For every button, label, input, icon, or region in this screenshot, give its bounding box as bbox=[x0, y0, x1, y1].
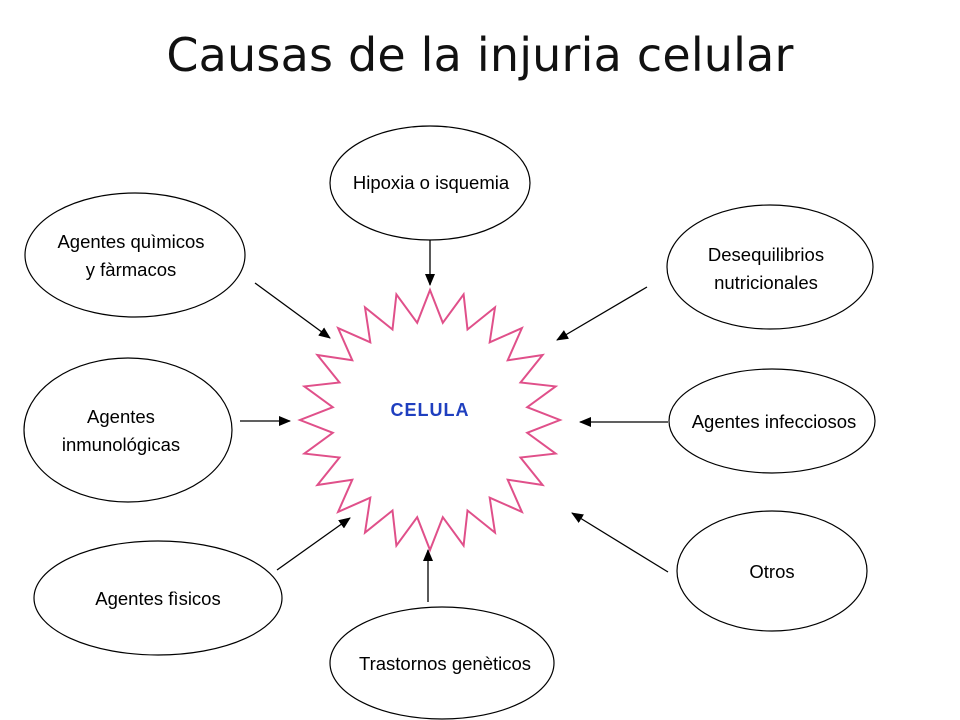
node-ellipse-quimicos bbox=[24, 192, 246, 318]
arrow-quimicos bbox=[254, 282, 331, 339]
page-title: Causas de la injuria celular bbox=[166, 28, 794, 82]
node-ellipse-desequilibrios bbox=[666, 204, 874, 330]
node-label-otros: Otros bbox=[749, 561, 795, 582]
cell-label: CELULA bbox=[390, 400, 470, 420]
node-ellipse-otros bbox=[676, 510, 868, 632]
node-label-geneticos: Trastornos genèticos bbox=[358, 653, 532, 674]
node-label-quimicos: Agentes quìmicos y fàrmacos bbox=[57, 231, 205, 280]
node-label-desequilibrios: Desequilibrios nutricionales bbox=[707, 244, 825, 293]
node-ellipse-infecciosos bbox=[668, 368, 876, 474]
node-ellipse-inmunologicas bbox=[23, 357, 233, 503]
node-label-fisicos: Agentes fìsicos bbox=[95, 588, 221, 609]
node-label-hipoxia: Hipoxia o isquemia bbox=[352, 172, 510, 193]
node-label-inmunologicas: Agentes inmunológicas bbox=[61, 406, 181, 455]
arrow-fisicos bbox=[276, 517, 351, 571]
arrow-otros bbox=[571, 512, 669, 573]
node-label-infecciosos: Agentes infecciosos bbox=[691, 411, 857, 432]
node-ellipse-geneticos bbox=[329, 606, 555, 720]
node-ellipse-fisicos bbox=[33, 540, 283, 656]
arrow-desequilibrios bbox=[556, 286, 648, 341]
